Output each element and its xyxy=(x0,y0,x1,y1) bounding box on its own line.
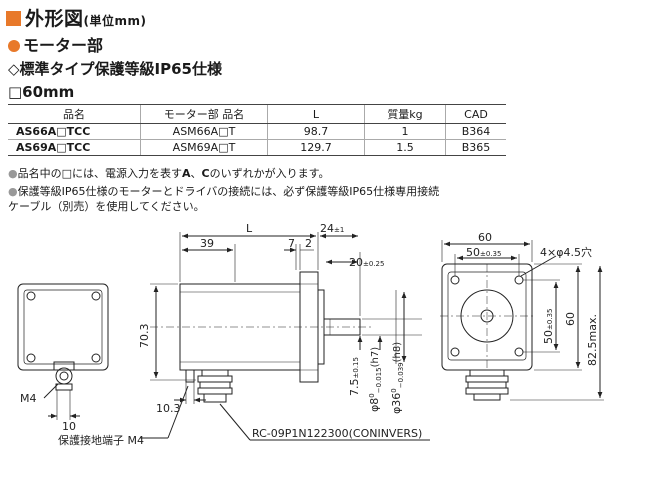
ground-terminal-label: 保護接地端子 M4 xyxy=(58,433,144,447)
table-row: AS66A□TCC ASM66A□T 98.7 1 B364 xyxy=(8,123,506,140)
table-cell: 1.5 xyxy=(364,139,446,156)
dim-20: 20±0.25 xyxy=(349,256,384,269)
table-cell: ASM66A□T xyxy=(140,123,268,140)
table-cell: ASM69A□T xyxy=(140,139,268,156)
dim-phi8: φ80−0.015(h7) xyxy=(368,347,383,412)
dim-82-5: 82.5max. xyxy=(586,314,599,366)
table-cell: 98.7 xyxy=(267,123,365,140)
title-text: 外形図 xyxy=(25,8,84,30)
note-text: のいずれかが入ります。 xyxy=(209,167,330,180)
dim-7: 7 xyxy=(288,237,295,250)
spec-table: 品名 モーター部 品名 L 質量kg CAD AS66A□TCC ASM66A□… xyxy=(8,104,506,156)
note-text: 保護等級IP65仕様のモーターとドライバの接続には、必ず保護等級IP65仕様専用… xyxy=(17,185,440,198)
col-header: L xyxy=(267,104,365,124)
dim-L: L xyxy=(246,222,253,235)
frame-size-heading: □60mm xyxy=(8,83,75,101)
note-1: ●品名中の□には、電源入力を表すA、Cのいずれかが入ります。 xyxy=(8,166,330,181)
dim-50-side: 50±0.35 xyxy=(542,309,555,344)
note-text: 品名中の□には、電源入力を表す xyxy=(17,167,183,180)
page-title: 外形図(単位mm) xyxy=(6,4,147,31)
table-cell: AS69A□TCC xyxy=(8,139,141,156)
table-cell: 1 xyxy=(364,123,446,140)
side-view xyxy=(140,232,430,441)
dim-phi36: φ360−0.039(h8) xyxy=(390,342,405,414)
front-view xyxy=(440,240,604,401)
col-header: 質量kg xyxy=(364,104,446,124)
table-cell: AS66A□TCC xyxy=(8,123,141,140)
subsection-heading: ◇標準タイプ保護等級IP65仕様 xyxy=(8,60,222,78)
orange-square-icon xyxy=(6,11,21,26)
dim-10: 10 xyxy=(62,420,76,433)
col-header: モーター部 品名 xyxy=(140,104,268,124)
dim-50-top: 50±0.35 xyxy=(466,246,501,259)
dim-70-3: 70.3 xyxy=(138,324,151,349)
section-text: モーター部 xyxy=(23,36,104,55)
table-row: AS69A□TCC ASM69A□T 129.7 1.5 B365 xyxy=(8,139,506,156)
note-emphasis: C xyxy=(201,167,210,180)
dim-24: 24±1 xyxy=(320,222,344,235)
note-text: 、 xyxy=(190,167,202,180)
dim-39: 39 xyxy=(200,237,214,250)
table-cell: B364 xyxy=(445,123,506,140)
bullet-icon: ● xyxy=(8,167,18,180)
connector-label: RC-09P1N122300(CONINVERS) xyxy=(252,427,422,440)
dim-2: 2 xyxy=(305,237,312,250)
dim-60-side: 60 xyxy=(564,312,577,326)
note-text: ケーブル（別売）を使用してください。 xyxy=(8,200,205,213)
rear-view xyxy=(17,283,109,420)
col-header: CAD xyxy=(445,104,506,124)
dim-7-5: 7.5±0.15 xyxy=(348,357,361,396)
bullet-icon: ● xyxy=(8,185,18,198)
orange-dot-icon xyxy=(8,40,20,52)
col-header: 品名 xyxy=(8,104,141,124)
dim-60-top: 60 xyxy=(478,231,492,244)
holes-label: 4×φ4.5穴 xyxy=(540,245,592,259)
table-cell: 129.7 xyxy=(267,139,365,156)
section-heading: モーター部 xyxy=(8,32,103,56)
unit-label: (単位mm) xyxy=(83,14,147,28)
table-header-row: 品名 モーター部 品名 L 質量kg CAD xyxy=(8,104,506,124)
note-emphasis: A xyxy=(182,167,191,180)
table-cell: B365 xyxy=(445,139,506,156)
m4-label: M4 xyxy=(20,392,37,405)
note-2: ●保護等級IP65仕様のモーターとドライバの接続には、必ず保護等級IP65仕様専… xyxy=(8,184,439,214)
dim-10-3: 10.3 xyxy=(156,402,181,415)
